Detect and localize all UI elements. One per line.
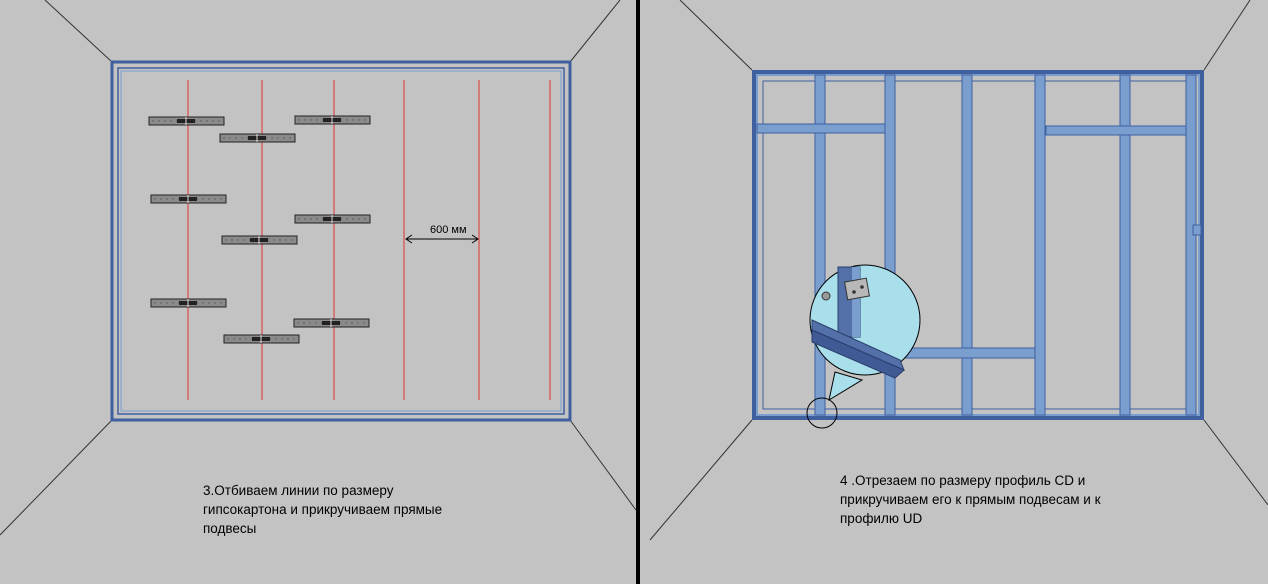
- dimension-label: 600 мм: [430, 224, 467, 236]
- step-4-caption: 4 .Отрезаем по размеру профиль CD и прик…: [840, 473, 1101, 526]
- dimension-600mm: 600 мм: [405, 224, 479, 244]
- cd-profiles: [814, 74, 1197, 416]
- hanger: [150, 194, 227, 204]
- right-room-perspective: [649, 0, 1268, 541]
- hanger: [148, 116, 225, 126]
- hanger: [293, 318, 370, 328]
- cd-profile: [1034, 74, 1046, 416]
- hanger: [219, 133, 296, 143]
- hanger: [294, 214, 371, 224]
- left-ud-frame: [110, 60, 572, 422]
- right-panel: [649, 0, 1268, 541]
- step-3-caption: 3.Отбиваем линии по размеру гипсокартона…: [203, 483, 443, 536]
- hanger: [223, 334, 300, 344]
- hanger: [221, 235, 298, 245]
- direct-hangers: [148, 115, 371, 344]
- panel-divider: [636, 0, 640, 584]
- cross-profiles: [756, 123, 1202, 359]
- cd-profile: [884, 74, 896, 416]
- cd-profile: [814, 74, 826, 416]
- left-panel: 600 мм: [0, 0, 637, 536]
- hanger: [150, 298, 227, 308]
- hanger-bracket: [844, 277, 870, 301]
- hanger: [294, 115, 371, 125]
- cd-profile: [1185, 74, 1197, 416]
- cd-profile: [1119, 74, 1131, 416]
- cd-profile: [961, 74, 973, 416]
- zoom-callout: [806, 264, 921, 429]
- left-room-perspective: [0, 0, 637, 536]
- zoom-target-circle: [806, 397, 838, 429]
